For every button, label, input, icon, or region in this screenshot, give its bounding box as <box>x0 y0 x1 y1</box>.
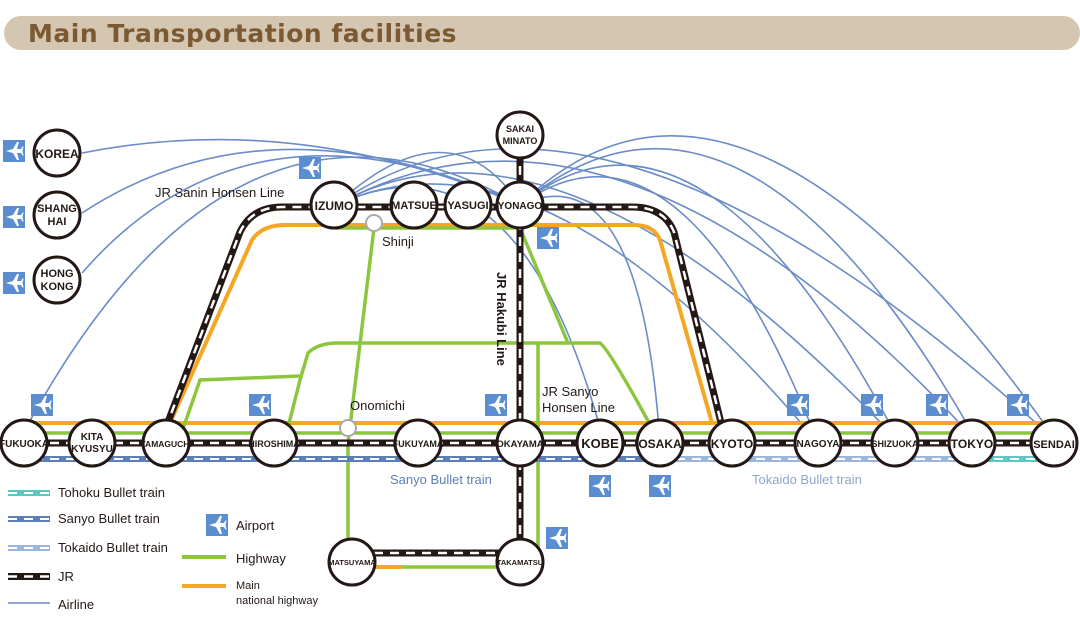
station-izumo[interactable]: IZUMO <box>309 180 359 230</box>
station-kobe[interactable]: KOBE <box>575 418 625 468</box>
onomichi-label: Onomichi <box>350 398 405 413</box>
svg-text:YONAGO: YONAGO <box>498 201 543 212</box>
station-yamaguchi[interactable]: YAMAGUCHI <box>140 418 192 468</box>
svg-text:MINATO: MINATO <box>503 136 538 146</box>
svg-text:KONG: KONG <box>41 281 74 293</box>
station-tokyo[interactable]: TOKYO <box>947 418 997 468</box>
airplane-icon <box>299 157 321 179</box>
station-yasugi[interactable]: YASUGI <box>443 180 493 230</box>
svg-text:YAMAGUCHI: YAMAGUCHI <box>140 439 192 449</box>
svg-text:FUKUOKA: FUKUOKA <box>0 439 49 450</box>
svg-text:SAKAI: SAKAI <box>506 124 534 134</box>
airplane-icon <box>3 140 25 162</box>
svg-text:KITA: KITA <box>81 432 104 443</box>
svg-text:SENDAI: SENDAI <box>1033 439 1075 451</box>
legend: Tohoku Bullet train Sanyo Bullet train T… <box>8 485 318 612</box>
station-hiroshima[interactable]: HIROSHIMA <box>248 418 300 468</box>
svg-text:TOKYO: TOKYO <box>951 437 993 451</box>
airline-routes <box>17 135 1059 444</box>
svg-text:FUKUYAMA: FUKUYAMA <box>393 439 444 449</box>
station-fukuoka[interactable]: FUKUOKA <box>0 418 49 468</box>
station-korea[interactable]: KOREA <box>32 128 82 178</box>
station-shizuoka[interactable]: SHIZUOKA <box>870 418 920 468</box>
airplane-icon <box>787 394 809 416</box>
airplane-icon <box>485 394 507 416</box>
svg-text:KYUSYU: KYUSYU <box>71 444 113 455</box>
svg-text:YASUGI: YASUGI <box>447 200 488 212</box>
station-matsuyama[interactable]: MATSUYAMA <box>327 537 377 587</box>
jr-hakubi-label: JR Hakubi Line <box>494 272 509 366</box>
svg-text:SHIZUOKA: SHIZUOKA <box>872 439 920 449</box>
station-sendai[interactable]: SENDAI <box>1029 418 1079 468</box>
legend-tohoku: Tohoku Bullet train <box>58 485 165 500</box>
sanyo-bullet-label: Sanyo Bullet train <box>390 472 492 487</box>
legend-airport: Airport <box>236 518 275 533</box>
jr-sanyo-label-2: Honsen Line <box>542 400 615 415</box>
airplane-icon <box>3 272 25 294</box>
station-osaka[interactable]: OSAKA <box>635 418 685 468</box>
airplane-icon <box>537 227 559 249</box>
svg-text:KOREA: KOREA <box>35 147 79 161</box>
station-nagoya[interactable]: NAGOYA <box>793 418 843 468</box>
svg-text:MATSUYAMA: MATSUYAMA <box>328 558 376 567</box>
svg-text:KOBE: KOBE <box>581 436 619 451</box>
jr-sanyo-label-1: JR Sanyo <box>542 384 598 399</box>
legend-national-1: Main <box>236 580 260 592</box>
airplane-icon <box>3 206 25 228</box>
legend-national-2: national highway <box>236 595 318 607</box>
svg-text:OSAKA: OSAKA <box>638 437 682 451</box>
legend-sanyo: Sanyo Bullet train <box>58 511 160 526</box>
legend-highway: Highway <box>236 551 286 566</box>
airplane-icon <box>249 394 271 416</box>
station-fukuyama[interactable]: FUKUYAMA <box>393 418 444 468</box>
airplane-icon <box>926 394 948 416</box>
tokaido-bullet-label: Tokaido Bullet train <box>752 472 862 487</box>
airplane-icon <box>649 475 671 497</box>
airplane-icon <box>546 527 568 549</box>
airplane-icon <box>1007 394 1029 416</box>
shinji-label: Shinji <box>382 234 414 249</box>
page-title: Main Transportation facilities <box>28 19 458 48</box>
svg-text:HIROSHIMA: HIROSHIMA <box>248 439 300 449</box>
onomichi-marker <box>339 419 357 437</box>
svg-text:NAGOYA: NAGOYA <box>797 439 840 450</box>
station-takamatsu[interactable]: TAKAMATSU <box>495 537 545 587</box>
station-yonago[interactable]: YONAGO <box>495 180 545 230</box>
svg-text:TAKAMATSU: TAKAMATSU <box>497 558 543 567</box>
svg-text:IZUMO: IZUMO <box>315 199 354 213</box>
station-sakaiminato[interactable]: SAKAI MINATO <box>495 110 545 160</box>
svg-text:MATSUE: MATSUE <box>391 200 437 212</box>
svg-text:SHANG: SHANG <box>37 203 77 215</box>
airplane-icon <box>861 394 883 416</box>
svg-text:HAI: HAI <box>48 216 67 228</box>
legend-jr: JR <box>58 569 74 584</box>
svg-text:KYOTO: KYOTO <box>711 437 753 451</box>
airplane-icon <box>589 475 611 497</box>
svg-text:OKAYAMA: OKAYAMA <box>496 439 543 450</box>
station-kyoto[interactable]: KYOTO <box>707 418 757 468</box>
airplane-icon <box>31 394 53 416</box>
header-bar: Main Transportation facilities <box>4 16 1080 50</box>
airplane-icon <box>206 514 228 536</box>
svg-text:HONG: HONG <box>41 268 74 280</box>
legend-tokaido: Tokaido Bullet train <box>58 540 168 555</box>
station-matsue[interactable]: MATSUE <box>389 180 439 230</box>
station-okayama[interactable]: OKAYAMA <box>495 418 545 468</box>
legend-airline: Airline <box>58 597 94 612</box>
jr-sanin-label: JR Sanin Honsen Line <box>155 185 284 200</box>
shinji-marker <box>365 214 383 232</box>
